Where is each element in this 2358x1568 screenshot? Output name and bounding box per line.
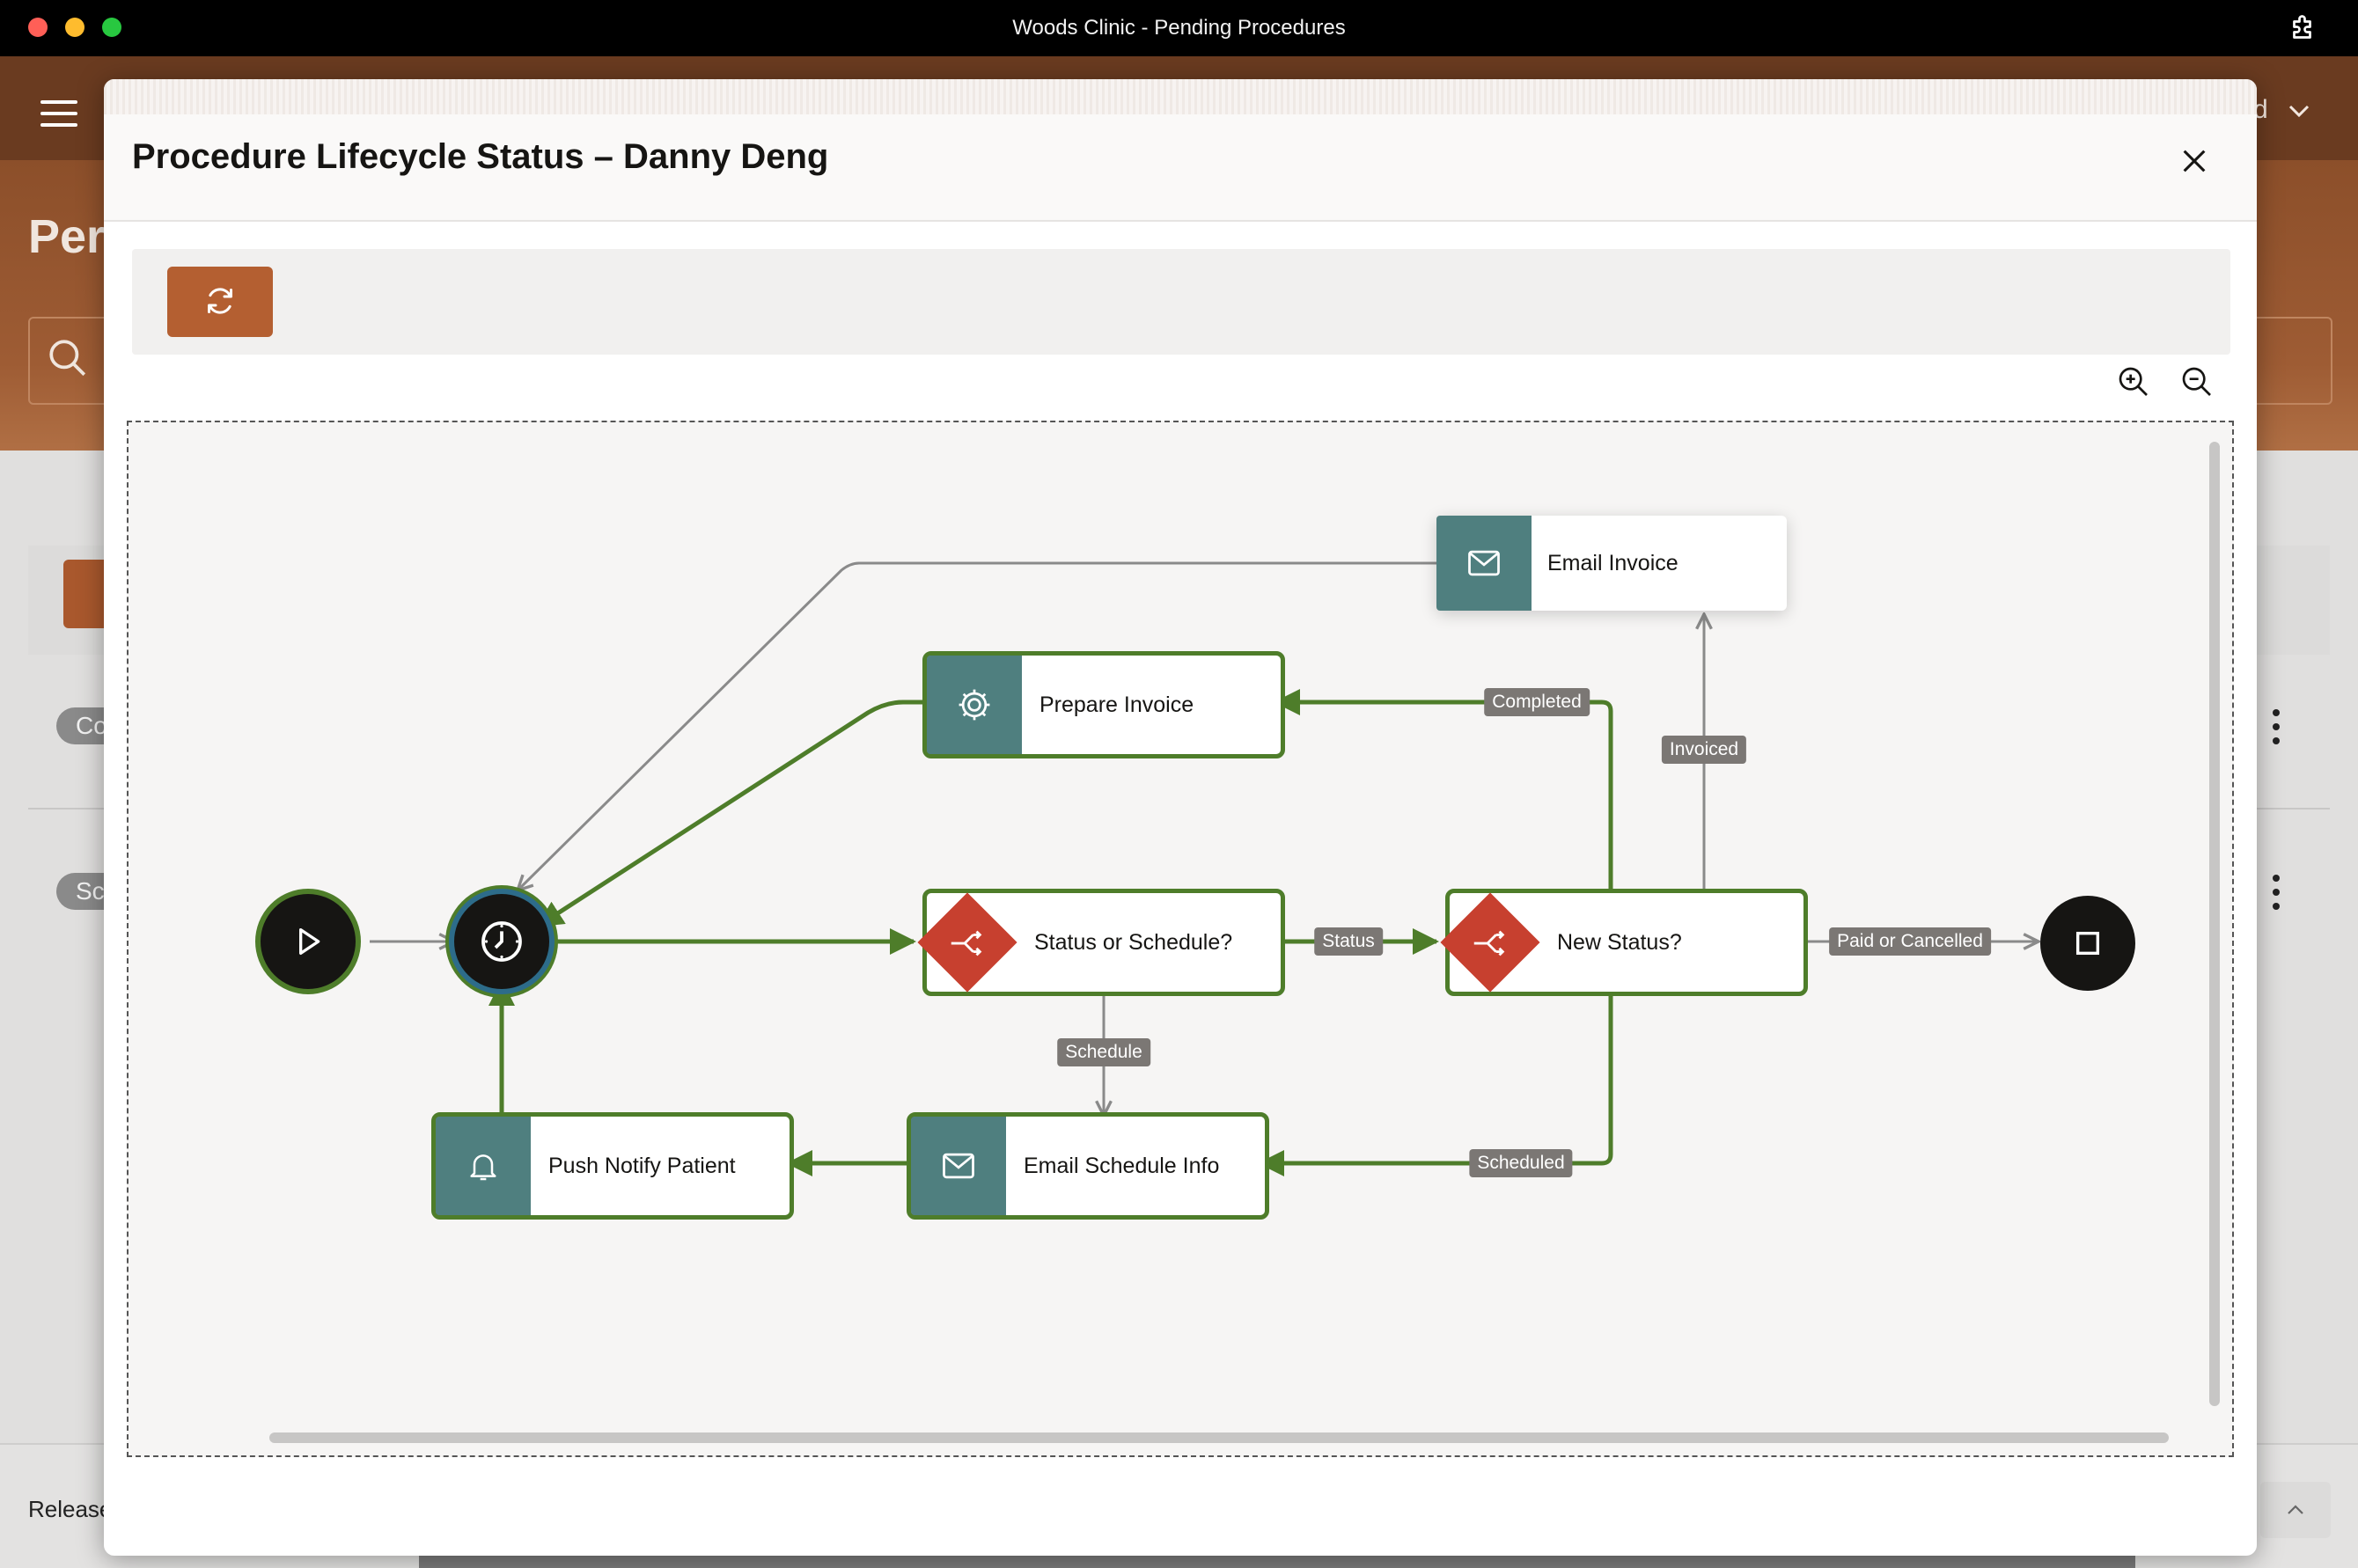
task-label: Push Notify Patient [548, 1153, 736, 1178]
maximize-window-button[interactable] [102, 18, 121, 37]
task-prepare-invoice[interactable]: Prepare Invoice [922, 651, 1285, 758]
diagram-toolbar [132, 249, 2230, 355]
envelope-icon [943, 1153, 974, 1179]
end-event[interactable] [2040, 896, 2135, 991]
start-event[interactable] [255, 889, 361, 994]
task-icon-area [436, 1117, 531, 1215]
task-label: Email Schedule Info [1024, 1153, 1220, 1178]
refresh-icon [208, 287, 232, 314]
gear-icon [959, 689, 990, 721]
chevron-down-icon[interactable] [2287, 102, 2311, 120]
edge-prepare-invoice-to-timer [536, 700, 926, 928]
stop-icon [2075, 931, 2100, 956]
task-email-invoice[interactable]: Email Invoice [1436, 516, 1787, 611]
release-text: Release [28, 1496, 113, 1522]
window-titlebar: Woods Clinic - Pending Procedures [0, 0, 2358, 56]
close-window-button[interactable] [28, 18, 48, 37]
window-title: Woods Clinic - Pending Procedures [1012, 16, 1346, 40]
gateway-label: Status or Schedule? [1034, 929, 1233, 955]
clock-icon [481, 921, 522, 962]
zoom-out-icon[interactable] [2179, 364, 2215, 399]
task-push-notify-patient[interactable]: Push Notify Patient [431, 1112, 794, 1220]
hamburger-menu-icon[interactable] [40, 100, 77, 135]
gateway-new-status[interactable]: New Status? [1440, 889, 1808, 996]
vertical-scrollbar[interactable] [2209, 442, 2220, 1406]
zoom-in-icon[interactable] [2116, 364, 2151, 399]
task-label: Email Invoice [1547, 550, 1679, 575]
scroll-top-button[interactable] [2260, 1482, 2331, 1538]
timer-event[interactable] [449, 889, 555, 994]
diagram-canvas[interactable]: Email Invoice Prepare Invoice Status or … [127, 421, 2234, 1457]
edge-new-status-to-prepare-invoice [1274, 689, 1613, 890]
chevron-up-icon [2288, 1505, 2303, 1514]
edge-new-status-to-email-schedule [1258, 993, 1613, 1176]
dialog-header [104, 114, 2257, 222]
row-actions-icon[interactable] [2273, 709, 2280, 751]
dialog-title: Procedure Lifecycle Status – Danny Deng [132, 137, 829, 176]
bell-icon [470, 1154, 496, 1181]
dialog-texture [104, 79, 2257, 114]
task-label: Prepare Invoice [1039, 692, 1194, 717]
branch-icon [1473, 930, 1505, 956]
task-email-schedule-info[interactable]: Email Schedule Info [907, 1112, 1269, 1220]
edge-label-schedule: Schedule [1057, 1038, 1150, 1066]
task-icon-area [927, 656, 1022, 754]
edge-label-paid-or-cancelled: Paid or Cancelled [1829, 927, 1991, 956]
branch-icon [951, 930, 982, 956]
extension-icon[interactable] [2288, 12, 2319, 44]
edge-label-invoiced: Invoiced [1661, 736, 1747, 764]
edge-label-completed: Completed [1484, 688, 1590, 716]
minimize-window-button[interactable] [65, 18, 84, 37]
page-title: Per [28, 210, 106, 263]
edge-label-status: Status [1314, 927, 1383, 956]
task-icon-area [911, 1117, 1006, 1215]
close-icon[interactable] [2179, 146, 2209, 176]
edge-email-invoice-to-timer [518, 561, 1436, 890]
edge-label-scheduled: Scheduled [1469, 1149, 1573, 1177]
bottom-strip [419, 1556, 2135, 1568]
envelope-icon [1468, 550, 1500, 576]
refresh-button[interactable] [167, 267, 273, 337]
user-menu-text[interactable]: d [2253, 95, 2268, 124]
gateway-label: New Status? [1557, 929, 1682, 955]
row-actions-icon[interactable] [2273, 875, 2280, 917]
task-icon-area [1436, 516, 1532, 611]
horizontal-scrollbar[interactable] [269, 1432, 2169, 1443]
play-icon [299, 928, 320, 955]
procedure-lifecycle-dialog: Procedure Lifecycle Status – Danny Deng [104, 79, 2257, 1556]
gateway-status-or-schedule[interactable]: Status or Schedule? [917, 889, 1285, 996]
search-icon [49, 340, 86, 377]
